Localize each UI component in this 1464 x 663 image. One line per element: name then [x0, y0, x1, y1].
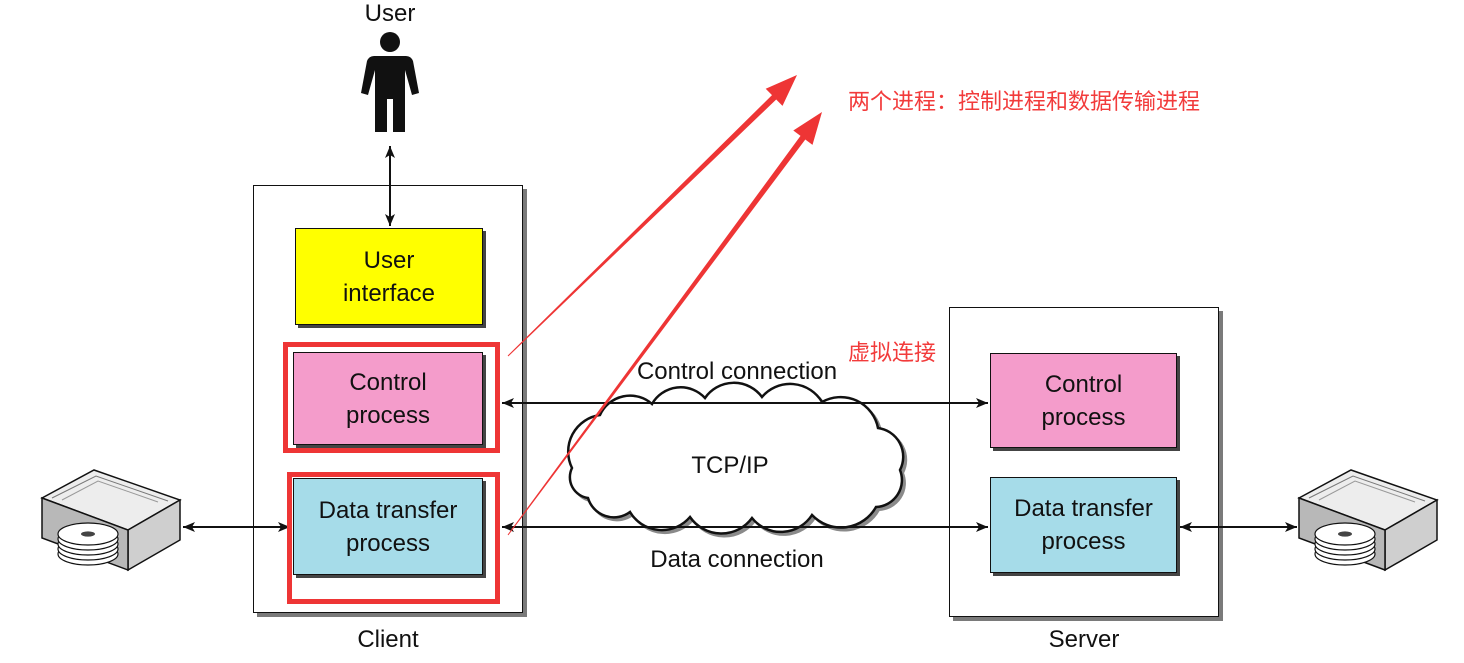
- tcp-ip-label: TCP/IP: [691, 452, 769, 479]
- client-user-interface-box: User interface: [295, 228, 483, 325]
- server-data-label-line1: Data transfer: [1014, 495, 1153, 522]
- server-disk-icon: [1298, 469, 1438, 571]
- control-connection-label: Control connection: [636, 358, 838, 385]
- server-label: Server: [1048, 626, 1120, 653]
- client-control-label-line1: Control: [349, 368, 427, 396]
- user-interface-label-line1: User: [363, 246, 415, 274]
- server-control-label-line1: Control: [1044, 370, 1123, 398]
- user-interface-label-line2: interface: [342, 279, 436, 307]
- user-person-icon: [361, 32, 419, 132]
- client-data-label-line2: process: [345, 529, 431, 557]
- user-label: User: [364, 0, 416, 27]
- client-data-transfer-process-box: Data transfer process: [293, 478, 483, 575]
- data-connection-label: Data connection: [650, 546, 824, 573]
- client-data-label-line1: Data transfer: [318, 496, 458, 524]
- client-disk-icon: [41, 469, 181, 571]
- annotation-arrow-control: [507, 75, 797, 357]
- client-control-label-line2: process: [345, 401, 431, 429]
- client-control-process-box: Control process: [293, 352, 483, 445]
- two-processes-annotation: 两个进程：控制进程和数据传输进程: [848, 90, 1201, 115]
- server-control-label-line2: process: [1041, 403, 1126, 431]
- virtual-connection-annotation: 虚拟连接: [848, 341, 937, 366]
- server-data-label-line2: process: [1041, 528, 1126, 555]
- client-label: Client: [357, 626, 419, 653]
- server-control-process-box: Control process: [990, 353, 1177, 448]
- server-data-transfer-process-box: Data transfer process: [990, 477, 1177, 573]
